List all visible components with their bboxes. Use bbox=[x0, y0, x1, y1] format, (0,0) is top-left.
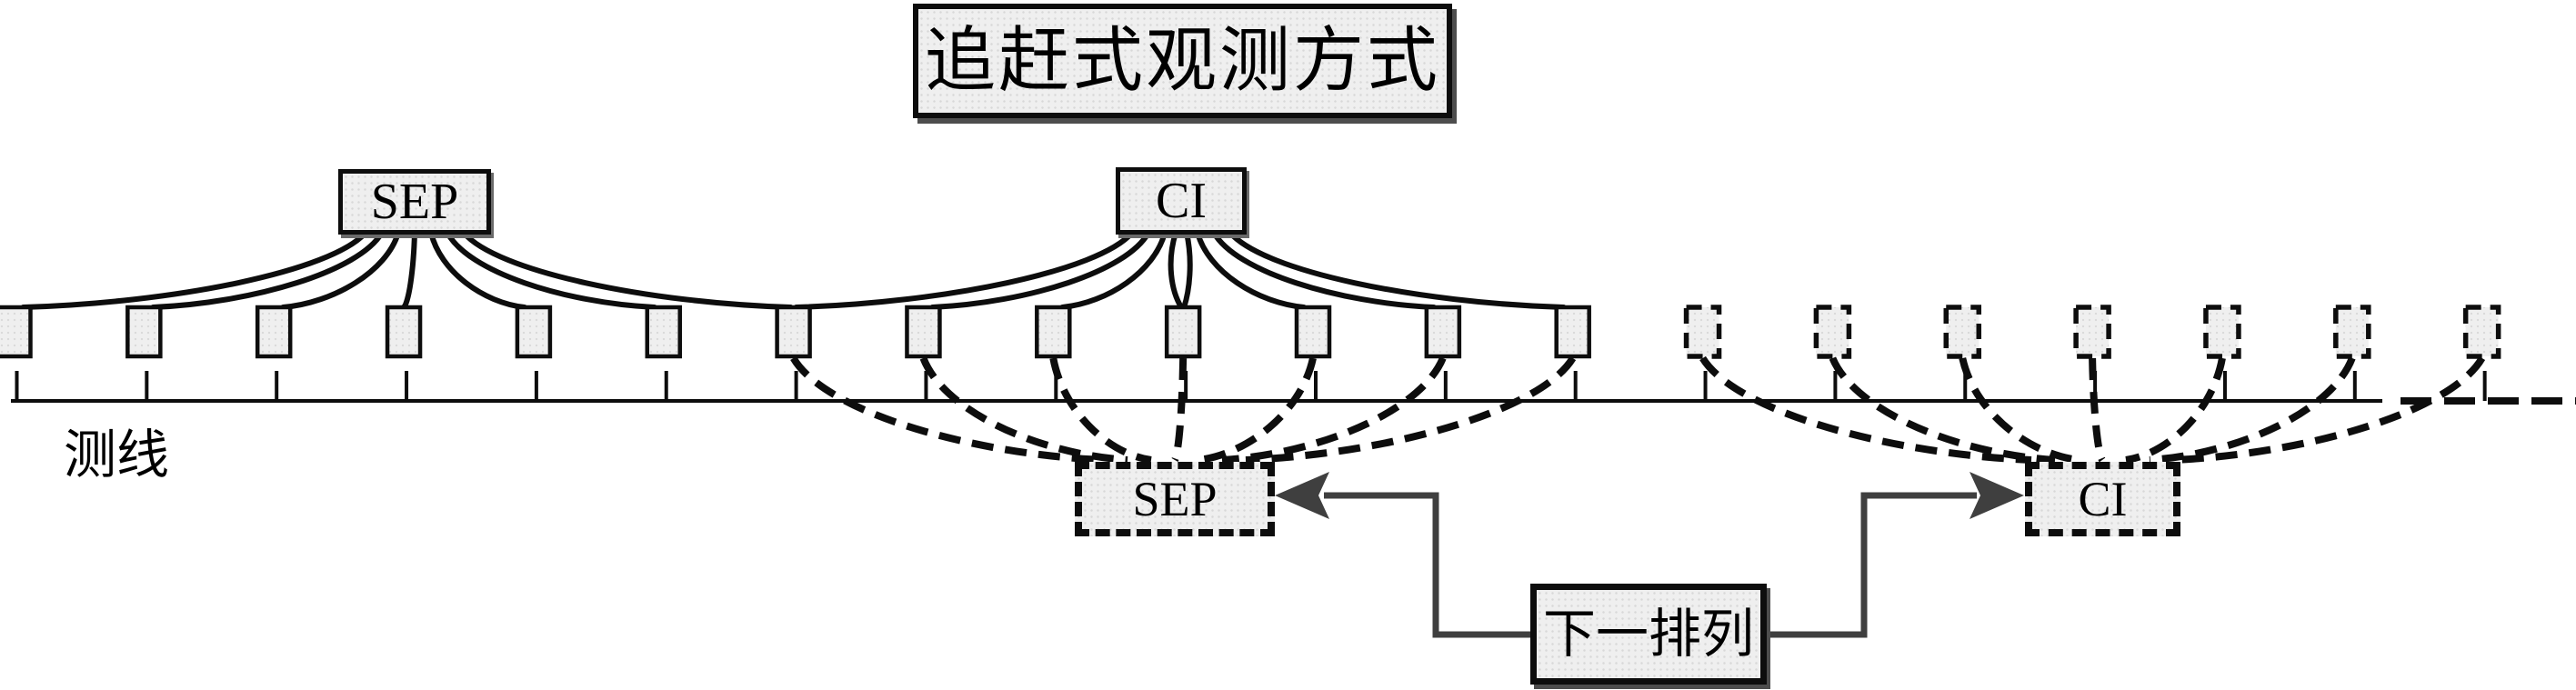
receiver-active bbox=[1294, 305, 1332, 359]
receiver-active bbox=[0, 305, 33, 359]
next-ci-cable-dashed bbox=[1829, 356, 2056, 464]
ci-instrument-label: CI bbox=[1156, 173, 1207, 229]
ci-cable-line bbox=[1195, 230, 1307, 310]
next-sep-cable-dashed bbox=[1049, 357, 1152, 464]
next-ci-cable-dashed bbox=[2172, 355, 2486, 464]
receiver-active bbox=[905, 305, 942, 359]
next-ci-cable-dashed bbox=[2125, 357, 2226, 464]
receiver-active bbox=[645, 305, 682, 359]
next-sep-cable-dashed bbox=[790, 355, 1105, 464]
next-spread-label: 下一排列 bbox=[1542, 604, 1754, 664]
ci-cable-line bbox=[1228, 230, 1567, 310]
sep-source-label: SEP bbox=[370, 174, 459, 230]
next-sep-box-dashed: SEP bbox=[1075, 462, 1275, 536]
sep-cable-line bbox=[280, 230, 401, 310]
ci-cable-line bbox=[929, 230, 1151, 310]
sep-cable-line bbox=[20, 230, 368, 310]
next-sep-cable-dashed bbox=[1221, 356, 1447, 464]
next-sep-cable-dashed bbox=[919, 356, 1128, 464]
receiver-next-dashed bbox=[2462, 305, 2501, 359]
ci-cable-line bbox=[793, 230, 1135, 310]
title-text: 追赶式观测方式 bbox=[924, 21, 1440, 100]
connector-to-next-sep bbox=[1324, 492, 1532, 638]
ci-instrument-box: CI bbox=[1116, 167, 1247, 235]
ci-cable-line bbox=[1059, 230, 1168, 310]
receiver-next-dashed bbox=[1813, 305, 1852, 359]
survey-line-label: 测线 bbox=[64, 425, 170, 485]
receiver-next-dashed bbox=[1943, 305, 1981, 359]
receiver-active bbox=[385, 305, 423, 359]
sep-cable-line bbox=[150, 230, 385, 310]
next-ci-cable-dashed bbox=[1959, 357, 2080, 464]
next-ci-cable-dashed bbox=[2149, 356, 2356, 464]
next-sep-cable-dashed bbox=[1198, 357, 1317, 464]
next-sep-cable-dashed bbox=[1171, 357, 1188, 463]
ci-cable-line bbox=[1181, 230, 1193, 310]
next-sep-label: SEP bbox=[1132, 472, 1218, 526]
receiver-next-dashed bbox=[1683, 305, 1722, 359]
sep-cable-line bbox=[401, 230, 417, 310]
connector-to-next-ci bbox=[1765, 492, 1977, 638]
next-ci-box-dashed: CI bbox=[2025, 462, 2180, 536]
next-spread-box: 下一排列 bbox=[1530, 584, 1767, 685]
receiver-active bbox=[775, 305, 812, 359]
receiver-active bbox=[125, 305, 163, 359]
receiver-active bbox=[515, 305, 553, 359]
ci-cable-line bbox=[1168, 230, 1185, 310]
receiver-next-dashed bbox=[2333, 305, 2371, 359]
receiver-active bbox=[1424, 305, 1462, 359]
arrowhead-left-icon bbox=[1275, 472, 1329, 519]
receiver-active bbox=[1554, 305, 1591, 359]
next-ci-label: CI bbox=[2078, 472, 2128, 526]
receiver-active bbox=[1164, 305, 1202, 359]
ci-cable-line bbox=[1211, 230, 1437, 310]
receiver-next-dashed bbox=[2073, 305, 2111, 359]
next-sep-cable-dashed bbox=[1245, 355, 1577, 464]
next-ci-cable-dashed bbox=[1699, 355, 2032, 464]
receiver-active bbox=[255, 305, 293, 359]
receiver-active bbox=[1035, 305, 1072, 359]
sep-cable-line bbox=[461, 230, 794, 310]
receiver-next-dashed bbox=[2203, 305, 2241, 359]
arrowhead-right-icon bbox=[1970, 472, 2024, 519]
sep-cable-line bbox=[428, 230, 527, 310]
sep-source-box: SEP bbox=[338, 169, 491, 235]
title-box: 追赶式观测方式 bbox=[913, 4, 1452, 118]
next-ci-cable-dashed bbox=[2089, 357, 2106, 463]
sep-cable-line bbox=[445, 230, 657, 310]
